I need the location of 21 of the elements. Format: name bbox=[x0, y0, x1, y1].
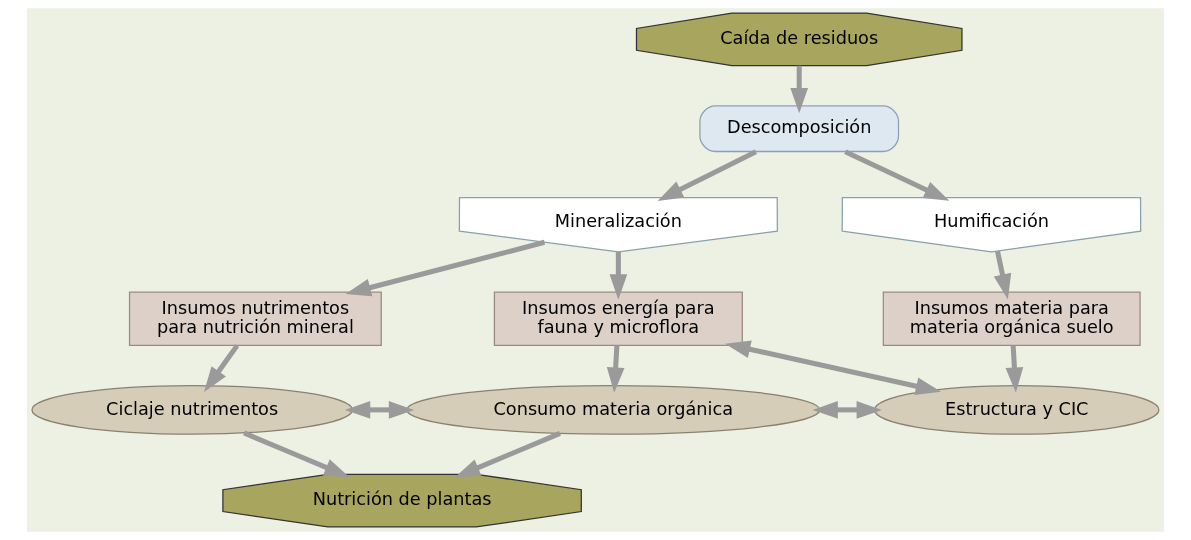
arrow bbox=[1005, 345, 1024, 393]
arrow bbox=[993, 250, 1012, 300]
arrow bbox=[725, 340, 942, 395]
node-ellipse: Ciclaje nutrimentos bbox=[31, 385, 353, 435]
node-box: Insumos materia para materia orgánica suelo bbox=[882, 291, 1141, 346]
arrow bbox=[454, 431, 561, 478]
arrow bbox=[243, 430, 350, 478]
arrow bbox=[344, 401, 415, 419]
arrow bbox=[345, 239, 546, 297]
arrow bbox=[790, 65, 809, 114]
node-ellipse: Consumo materia orgánica bbox=[406, 385, 821, 435]
arrow bbox=[606, 345, 625, 393]
arrow bbox=[609, 251, 628, 300]
arrow bbox=[844, 149, 950, 201]
node-box: Insumos nutrimentos para nutrición mineral bbox=[128, 291, 382, 346]
arrow bbox=[657, 149, 758, 201]
arrow bbox=[204, 344, 240, 392]
node-box: Descomposición bbox=[699, 105, 900, 153]
node-box: Insumos energía para fauna y microflora bbox=[493, 291, 743, 346]
node-ellipse: Estructura y CIC bbox=[874, 385, 1160, 435]
arrow bbox=[812, 401, 882, 419]
